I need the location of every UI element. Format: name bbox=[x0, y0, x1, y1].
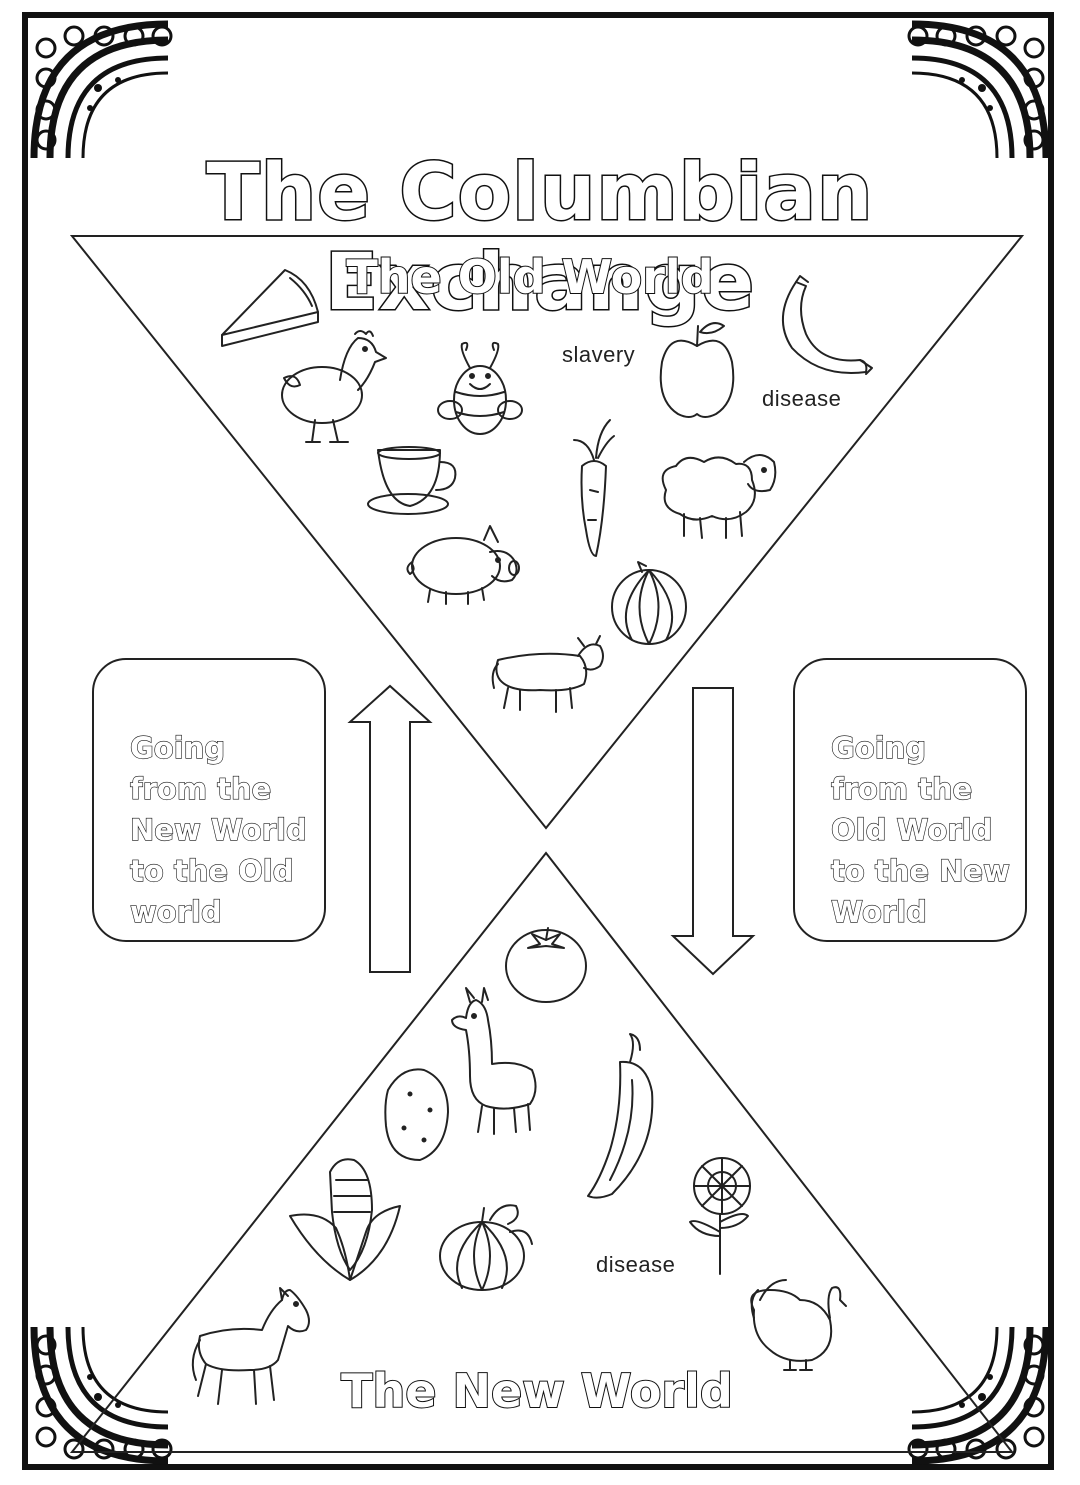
sunflower-icon bbox=[689, 1157, 751, 1275]
new-world-disease-label: disease bbox=[596, 1252, 676, 1277]
slavery-label: slavery bbox=[562, 342, 636, 367]
horse-icon bbox=[191, 1287, 310, 1405]
new-world-triangle bbox=[69, 851, 1015, 1453]
old-world-label: The Old World bbox=[345, 249, 714, 305]
corn-icon bbox=[289, 1158, 401, 1281]
apple-icon bbox=[659, 322, 735, 418]
honeybee-icon bbox=[437, 341, 523, 435]
old-world-disease-label: disease bbox=[762, 386, 842, 411]
llama-icon bbox=[451, 987, 537, 1135]
pumpkin-icon bbox=[439, 1204, 533, 1291]
coffee-cup-icon bbox=[367, 446, 457, 515]
new-to-old-box: Going from the New World to the Old worl… bbox=[92, 658, 326, 942]
wheat-slice-icon bbox=[221, 269, 319, 347]
down-arrow-icon bbox=[670, 687, 756, 976]
potato-icon bbox=[384, 1068, 449, 1161]
corner-ornament-icon bbox=[907, 1326, 1050, 1465]
new-world-label: The New World bbox=[340, 1363, 734, 1419]
turkey-icon bbox=[750, 1279, 847, 1371]
sheep-icon bbox=[661, 454, 777, 539]
banana-icon bbox=[781, 275, 873, 375]
tomato-icon bbox=[505, 927, 587, 1003]
old-to-new-box: Going from the Old World to the New Worl… bbox=[793, 658, 1027, 942]
corner-ornament-icon bbox=[30, 1326, 173, 1465]
up-arrow-icon bbox=[347, 684, 433, 973]
corner-ornament-icon bbox=[30, 20, 173, 159]
page-border bbox=[22, 12, 1054, 1470]
new-to-old-text: Going from the New World to the Old worl… bbox=[129, 730, 307, 929]
cow-icon bbox=[491, 635, 604, 713]
corner-ornament-icon bbox=[907, 20, 1050, 159]
carrot-icon bbox=[573, 419, 615, 557]
melon-icon bbox=[611, 561, 687, 645]
pig-icon bbox=[406, 525, 520, 605]
old-world-triangle bbox=[69, 235, 1025, 830]
chili-pepper-icon bbox=[587, 1033, 654, 1199]
chicken-icon bbox=[281, 330, 387, 443]
page-title: The Columbian Exchange bbox=[205, 147, 874, 330]
old-to-new-text: Going from the Old World to the New Worl… bbox=[830, 730, 1010, 929]
